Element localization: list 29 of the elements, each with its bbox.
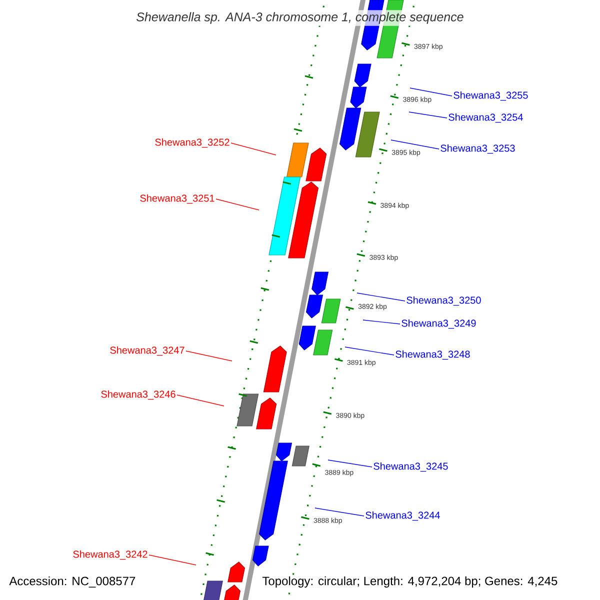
leader-line: [216, 198, 260, 210]
gene-label: Shewana3_3242: [73, 550, 148, 560]
leader-line: [408, 112, 448, 118]
leader-line: [362, 320, 400, 324]
gene-label: Shewana3_3250: [406, 296, 481, 306]
leader-line: [390, 140, 440, 150]
gene-label: Shewana3_3255: [454, 91, 528, 101]
gene-label: Shewana3_3245: [374, 462, 448, 472]
leader-line: [314, 508, 364, 516]
gene-label: Shewana3_3247: [110, 346, 184, 356]
leader-line: [344, 346, 394, 356]
leader-line: [148, 554, 196, 566]
accession-text: Accession: NC_008577: [8, 575, 137, 589]
leader-line: [410, 88, 452, 96]
leader-line: [176, 394, 224, 406]
summary-text: Topology: circular; Length: 4,972,204 bp; Genes: 4,245: [261, 575, 559, 589]
leader-line: [356, 292, 406, 302]
gene-label: Shewana3_3254: [448, 113, 523, 123]
leader-line: [186, 350, 232, 362]
gene-label: Shewana3_3248: [396, 350, 470, 360]
gene-label: Shewana3_3253: [440, 144, 515, 154]
gene-label: Shewana3_3249: [402, 319, 476, 329]
gene-label: Shewana3_3251: [140, 194, 214, 204]
leader-line: [230, 142, 276, 156]
title: Shewanella sp. ANA-3 chromosome 1, complete sequence: [134, 10, 466, 26]
gene-label: Shewana3_3252: [155, 138, 230, 148]
gene-label: Shewana3_3246: [101, 390, 176, 400]
gene-label: Shewana3_3244: [366, 511, 440, 521]
leader-line: [328, 460, 372, 468]
